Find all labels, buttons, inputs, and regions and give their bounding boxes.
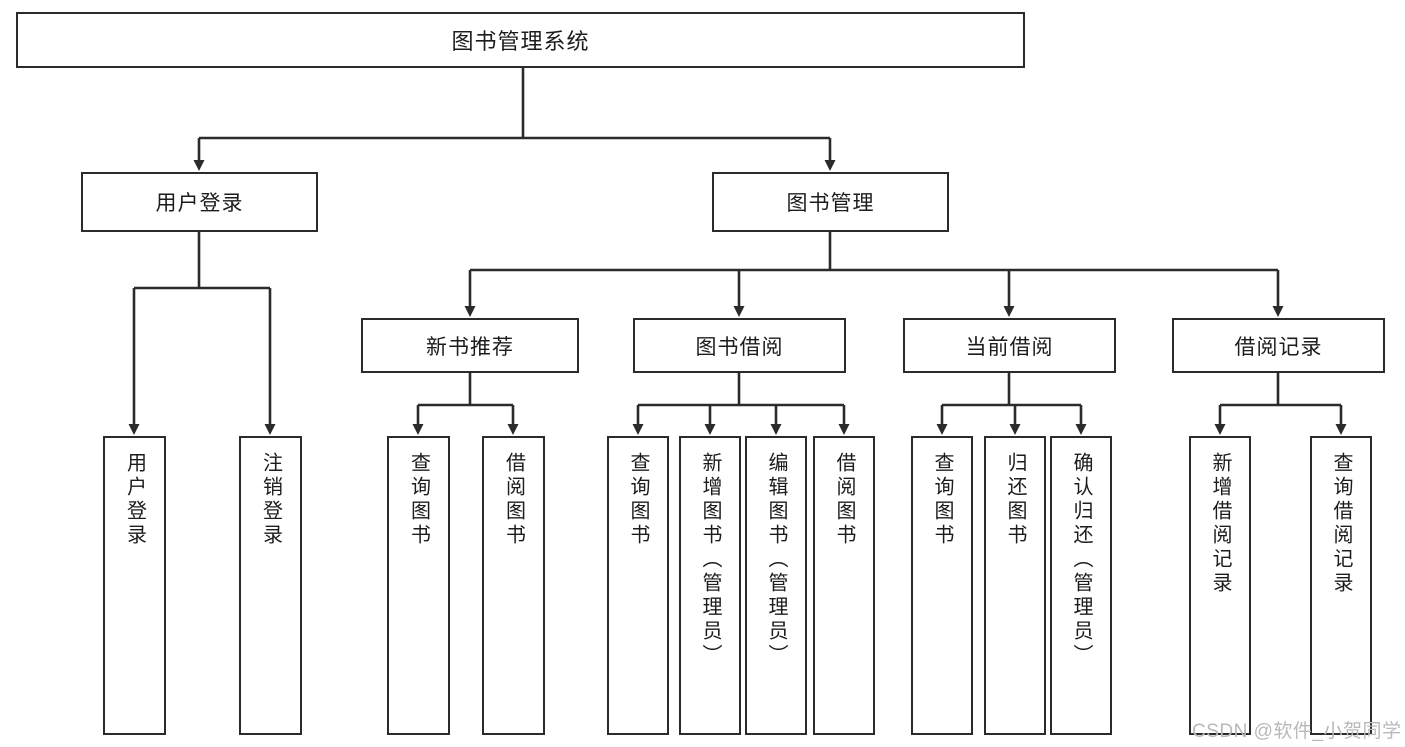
- node-borrow-record-label: 借阅记录: [1234, 335, 1323, 359]
- node-leaf-user-login[interactable]: 用户登录: [103, 436, 166, 735]
- node-leaf-borrow-book-2-label: 借阅图书: [833, 452, 855, 548]
- node-leaf-edit-book-label: 编辑图书（管理员）: [765, 452, 787, 668]
- node-leaf-return-book-label: 归还图书: [1004, 452, 1026, 548]
- node-leaf-query-record-label: 查询借阅记录: [1330, 452, 1352, 596]
- node-book-manage[interactable]: 图书管理: [712, 172, 949, 232]
- node-leaf-edit-book[interactable]: 编辑图书（管理员）: [745, 436, 807, 735]
- node-leaf-confirm-return[interactable]: 确认归还（管理员）: [1050, 436, 1112, 735]
- node-leaf-user-logout-label: 注销登录: [259, 452, 282, 548]
- node-book-manage-label: 图书管理: [786, 192, 875, 215]
- node-leaf-user-logout[interactable]: 注销登录: [239, 436, 302, 735]
- node-leaf-query-book-3-label: 查询图书: [931, 452, 953, 548]
- node-leaf-query-book-1[interactable]: 查询图书: [387, 436, 450, 735]
- node-user-login-label: 用户登录: [155, 192, 244, 215]
- node-leaf-query-book-2-label: 查询图书: [627, 452, 649, 548]
- node-leaf-borrow-book-2[interactable]: 借阅图书: [813, 436, 875, 735]
- node-leaf-return-book[interactable]: 归还图书: [984, 436, 1046, 735]
- node-leaf-borrow-book-1-label: 借阅图书: [502, 452, 525, 548]
- node-current-borrow[interactable]: 当前借阅: [903, 318, 1116, 373]
- node-leaf-user-login-label: 用户登录: [123, 452, 146, 548]
- node-leaf-query-book-2[interactable]: 查询图书: [607, 436, 669, 735]
- node-book-borrow[interactable]: 图书借阅: [633, 318, 846, 373]
- node-leaf-add-book-label: 新增图书（管理员）: [699, 452, 721, 668]
- node-leaf-query-book-1-label: 查询图书: [407, 452, 430, 548]
- node-new-book-rec[interactable]: 新书推荐: [361, 318, 579, 373]
- node-leaf-add-record[interactable]: 新增借阅记录: [1189, 436, 1251, 735]
- node-root-label: 图书管理系统: [451, 29, 590, 54]
- node-leaf-query-book-3[interactable]: 查询图书: [911, 436, 973, 735]
- node-leaf-borrow-book-1[interactable]: 借阅图书: [482, 436, 545, 735]
- node-leaf-query-record[interactable]: 查询借阅记录: [1310, 436, 1372, 735]
- node-user-login[interactable]: 用户登录: [81, 172, 318, 232]
- node-root[interactable]: 图书管理系统: [16, 12, 1025, 68]
- node-leaf-confirm-return-label: 确认归还（管理员）: [1070, 452, 1092, 668]
- node-leaf-add-book[interactable]: 新增图书（管理员）: [679, 436, 741, 735]
- watermark: CSDN @软件_小贺同学: [1192, 721, 1402, 742]
- node-new-book-rec-label: 新书推荐: [426, 335, 514, 359]
- node-leaf-add-record-label: 新增借阅记录: [1209, 452, 1231, 596]
- node-borrow-record[interactable]: 借阅记录: [1172, 318, 1385, 373]
- node-current-borrow-label: 当前借阅: [965, 335, 1054, 359]
- node-book-borrow-label: 图书借阅: [695, 335, 784, 359]
